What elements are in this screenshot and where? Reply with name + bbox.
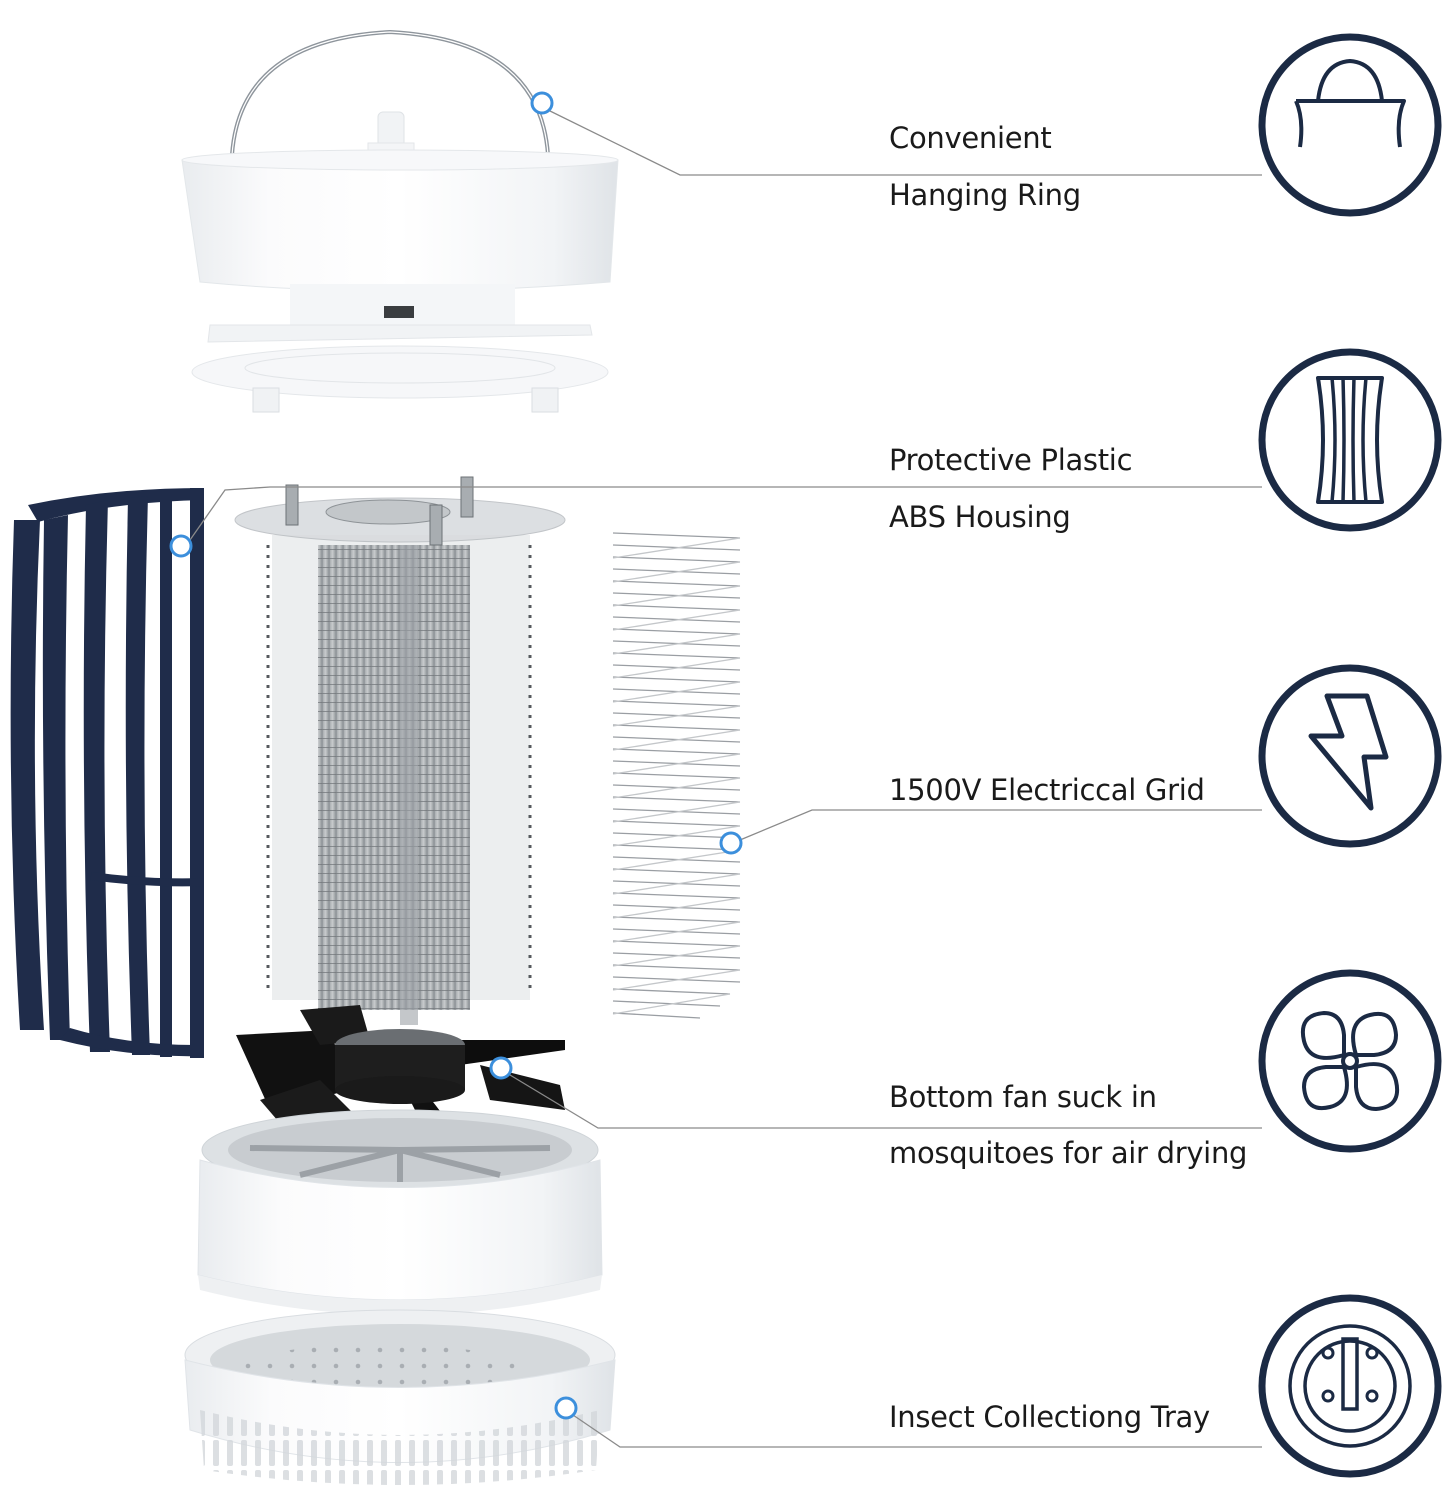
base [197,1109,603,1315]
marker-grid [719,831,743,855]
fan-icon [1258,969,1442,1153]
lamp-core [234,476,566,1025]
hanging-basket-icon [1258,33,1442,217]
marker-housing [169,534,193,558]
label-fan-line2: mosquitoes for air drying [889,1136,1248,1170]
label-electrical-grid: 1500V Electriccal Grid [889,773,1205,807]
tray-icon [1258,1294,1442,1478]
marker-hanging-ring [530,91,554,115]
label-hanging-ring-line2: Hanging Ring [889,178,1081,212]
top-cap [181,29,619,413]
lightning-bolt-icon [1258,664,1442,848]
callout-markers [169,91,743,1420]
leader-lines [189,109,1262,1448]
cage-housing-icon [1258,348,1442,532]
label-collecting-tray: Insect Collectiong Tray [889,1400,1210,1434]
marker-tray [554,1396,578,1420]
label-fan-line1: Bottom fan suck in [889,1080,1157,1114]
label-housing-line1: Protective Plastic [889,443,1133,477]
electrical-grid-coil [612,532,741,1019]
protective-cage [10,488,204,1058]
collecting-tray [184,1309,616,1485]
label-hanging-ring-line1: Convenient [889,121,1052,155]
marker-fan [489,1056,513,1080]
label-housing-line2: ABS Housing [889,500,1071,534]
